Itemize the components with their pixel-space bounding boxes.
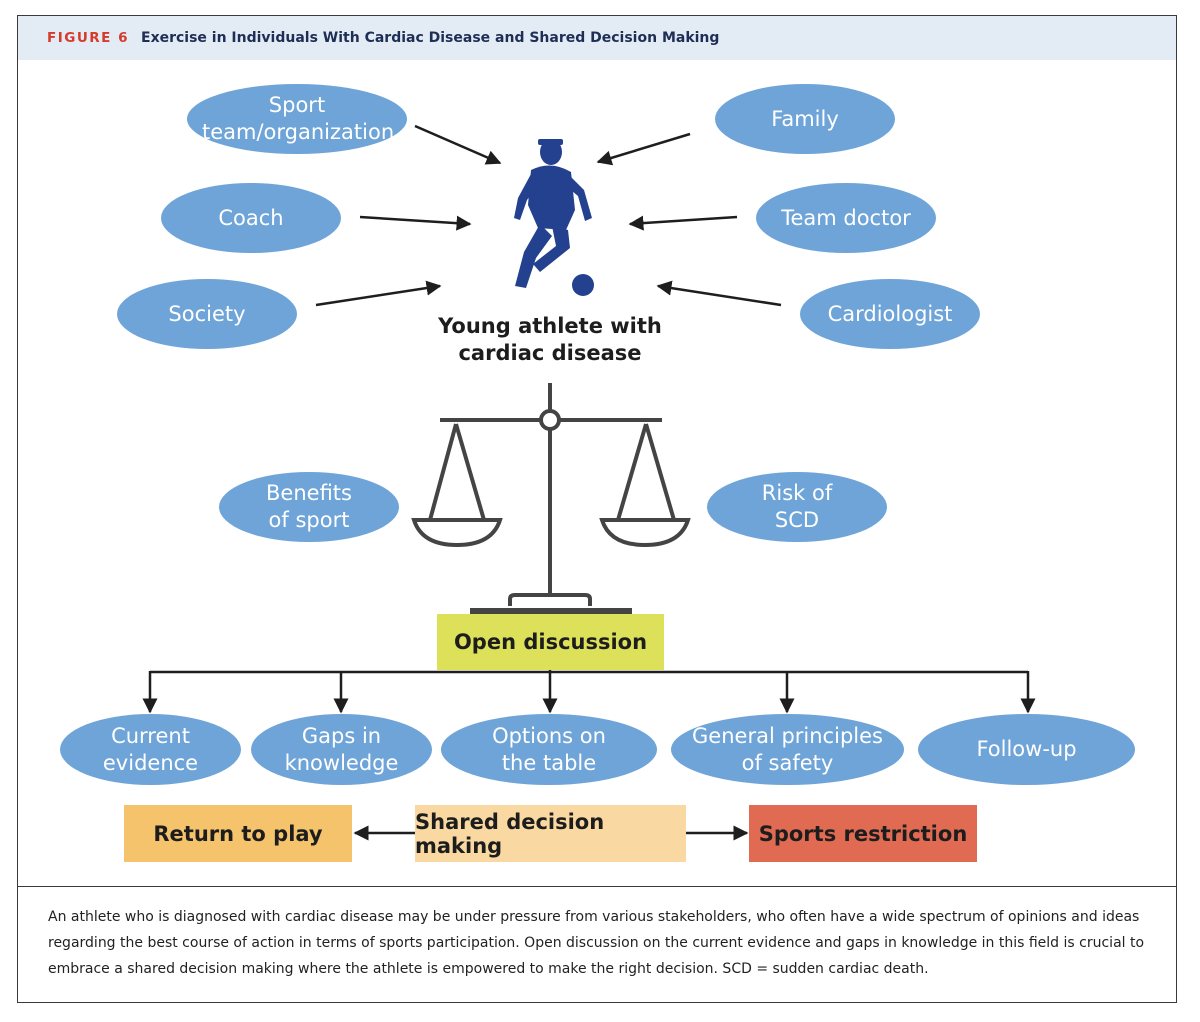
arrow-cardiologist <box>656 280 782 307</box>
arrow-family <box>596 132 691 166</box>
caption-divider <box>18 886 1176 887</box>
figure-caption: An athlete who is diagnosed with cardiac… <box>48 909 1145 977</box>
figure-frame <box>17 15 1177 1003</box>
center-label: Young athlete with cardiac disease <box>438 314 662 365</box>
topic-gaps-in-knowledge: Gaps in knowledge <box>251 714 432 785</box>
figure-title: Exercise in Individuals With Cardiac Dis… <box>141 30 720 46</box>
benefits-of-sport: Benefits of sport <box>219 472 399 542</box>
sports-restriction-box: Sports restriction <box>749 805 977 862</box>
arrow-team-doctor <box>628 215 738 231</box>
arrow-sport-team <box>414 124 502 165</box>
figure-header: FIGURE 6 Exercise in Individuals With Ca… <box>18 16 1176 60</box>
topic-options-on-table: Options on the table <box>441 714 657 785</box>
stakeholder-sport-team: Sport team/organization <box>187 84 407 154</box>
topic-general-principles: General principles of safety <box>671 714 904 785</box>
stakeholder-cardiologist: Cardiologist <box>800 279 980 349</box>
figure-label: FIGURE 6 <box>47 30 129 46</box>
arrow-coach <box>359 215 472 231</box>
topic-follow-up: Follow-up <box>918 714 1135 785</box>
stakeholder-family: Family <box>715 84 895 154</box>
arrow-society <box>315 280 442 307</box>
stakeholder-team-doctor: Team doctor <box>756 183 936 253</box>
stakeholder-coach: Coach <box>161 183 341 253</box>
balance-scale-icon <box>411 383 691 614</box>
open-discussion-box: Open discussion <box>437 614 664 670</box>
shared-decision-box: Shared decision making <box>415 805 686 862</box>
return-to-play-box: Return to play <box>124 805 352 862</box>
risk-of-scd: Risk of SCD <box>707 472 887 542</box>
stakeholder-society: Society <box>117 279 297 349</box>
topic-current-evidence: Current evidence <box>60 714 241 785</box>
athlete-icon <box>514 139 594 296</box>
